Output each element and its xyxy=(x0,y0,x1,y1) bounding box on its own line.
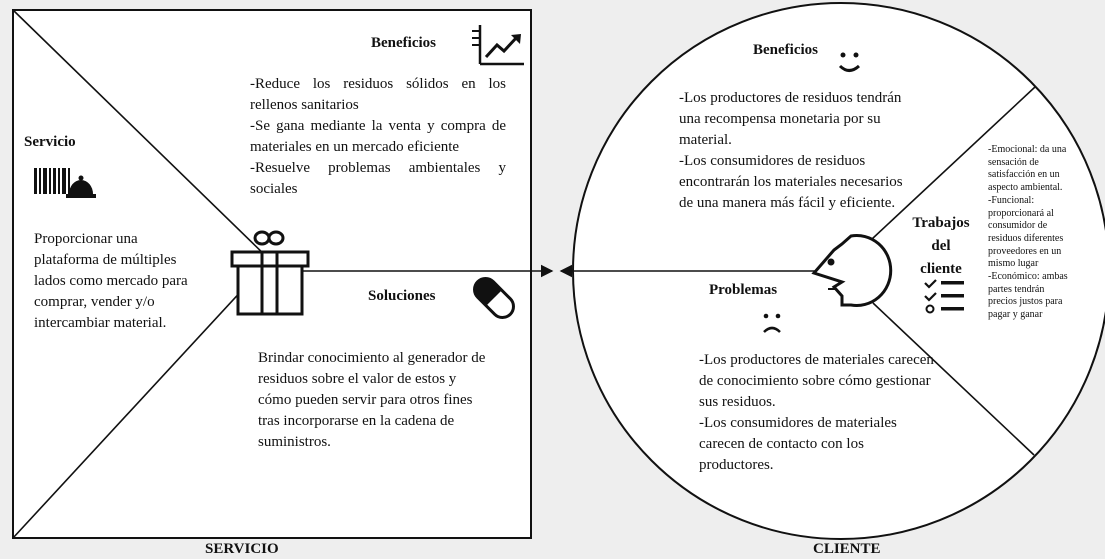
problemas-title: Problemas xyxy=(709,282,778,298)
gift-icon xyxy=(230,230,310,316)
servicio-beneficios-text: -Reduce los residuos sólidos en los rell… xyxy=(250,76,506,197)
problemas-text: -Los productores de materiales carecen d… xyxy=(699,352,934,473)
smile-icon xyxy=(838,52,861,72)
cliente-beneficios-title: Beneficios xyxy=(753,42,818,58)
face-icon xyxy=(811,234,893,307)
pill-icon xyxy=(473,277,515,319)
cliente-footer-label: CLIENTE xyxy=(813,541,881,557)
checklist-icon xyxy=(924,279,964,314)
trabajos-title: Trabajos del cliente xyxy=(912,215,970,277)
barcode-icon xyxy=(34,168,70,194)
chart-icon xyxy=(472,25,524,66)
servicio-beneficios-title: Beneficios xyxy=(371,35,436,51)
cliente-beneficios-text: -Los productores de residuos tendrán una… xyxy=(679,90,903,211)
square-diagonal-bottom xyxy=(12,259,271,539)
trabajos-text: -Emocional: da una sensación de satisfac… xyxy=(988,144,1068,321)
soluciones-text: Brindar conocimiento al generador de res… xyxy=(258,350,486,450)
servicio-footer-label: SERVICIO xyxy=(205,541,279,557)
servicio-title: Servicio xyxy=(24,134,76,150)
servicio-text: Proporcionar una plataforma de múltiples… xyxy=(34,231,188,331)
soluciones-title: Soluciones xyxy=(368,288,436,304)
service-bell-icon xyxy=(66,175,96,198)
sad-icon xyxy=(763,313,781,333)
circle-divider-upper xyxy=(871,86,1036,240)
circle-divider-lower xyxy=(872,302,1035,456)
square-diagonal-top xyxy=(12,9,271,261)
